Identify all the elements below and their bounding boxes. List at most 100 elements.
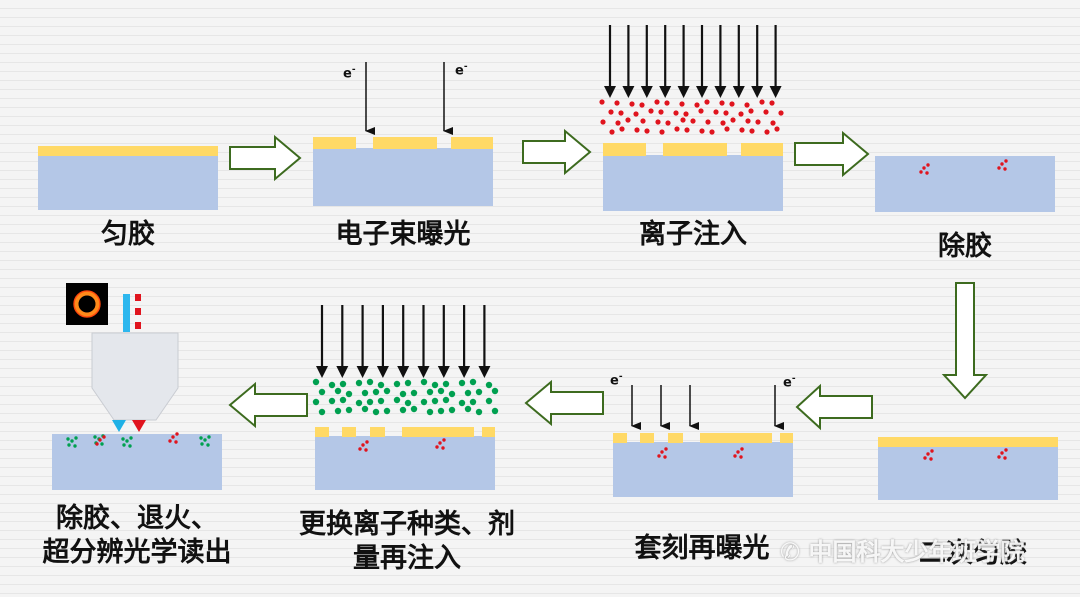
ion-dot-green — [372, 408, 380, 416]
ion-dot-green — [404, 399, 412, 407]
ion-dot-red — [704, 99, 710, 105]
ion-dot-green — [420, 378, 428, 386]
ion-beam-arrowhead — [659, 86, 672, 98]
implant-dot — [93, 435, 97, 439]
ion-dot-green — [448, 390, 456, 398]
step4-label: 除胶 — [938, 231, 992, 262]
step7-wafer — [312, 305, 499, 490]
ion-beam-arrowhead — [677, 86, 690, 98]
ion-dot-red — [654, 99, 660, 105]
ion-dot-green — [377, 381, 385, 389]
ion-dot-red — [684, 127, 690, 133]
step6-wafer — [613, 385, 793, 497]
implant-dot — [736, 450, 740, 454]
flow-arrow-4 — [795, 383, 873, 431]
step6-label: 套刻再曝光 — [634, 533, 770, 564]
ion-dot-green — [442, 380, 450, 388]
ion-dot-green — [377, 397, 385, 405]
implant-dot — [1003, 456, 1007, 460]
ion-dot-green — [339, 380, 347, 388]
ion-dot-green — [361, 389, 369, 397]
implant-dot — [660, 450, 664, 454]
ion-dot-red — [674, 126, 680, 132]
step8-label-line1: 除胶、退火、 — [56, 503, 218, 534]
implant-dot — [923, 456, 927, 460]
ion-dot-green — [491, 407, 499, 415]
implant-dot — [73, 444, 77, 448]
implant-dot — [740, 447, 744, 451]
implant-dot — [1000, 451, 1004, 455]
ion-dot-red — [629, 101, 635, 107]
implant-dot — [739, 455, 743, 459]
ion-beam-arrowhead — [604, 86, 616, 98]
implant-dot — [1004, 159, 1008, 163]
ion-dot-red — [748, 108, 754, 114]
implant-dot — [361, 443, 365, 447]
ion-dot-red — [744, 102, 750, 108]
ion-dot-green — [458, 379, 466, 387]
ion-dot-green — [469, 398, 477, 406]
step3-label: 离子注入 — [639, 219, 747, 250]
laser-beams-icon — [123, 294, 141, 332]
ion-dot-red — [639, 102, 645, 108]
ion-dot-red — [694, 102, 700, 108]
implant-dot — [199, 436, 203, 440]
ion-dot-green — [312, 398, 320, 406]
ion-dot-red — [673, 110, 679, 116]
implant-dot — [102, 435, 106, 439]
step3-wafer — [599, 25, 784, 211]
ion-dot-red — [755, 119, 761, 125]
ion-dot-green — [475, 408, 483, 416]
ion-dot-green — [426, 388, 434, 396]
ion-dot-red — [763, 109, 769, 115]
implant-dot — [926, 163, 930, 167]
implant-dot — [929, 457, 933, 461]
ion-dot-green — [345, 406, 353, 414]
ion-dot-red — [655, 119, 661, 125]
implant-dot — [207, 435, 211, 439]
ion-dot-green — [393, 380, 401, 388]
ion-dot-red — [644, 128, 650, 134]
ion-dot-green — [485, 397, 493, 405]
ion-dot-green — [399, 390, 407, 398]
ion-beam-arrowhead — [622, 86, 635, 98]
ion-dot-green — [448, 406, 456, 414]
ion-dot-red — [720, 120, 726, 126]
ion-dot-green — [372, 388, 380, 396]
flow-arrow-5 — [524, 379, 604, 427]
implant-dot — [66, 437, 70, 441]
ion-beam-arrowhead — [769, 86, 782, 98]
ion-dot-red — [764, 129, 770, 135]
ion-dot-red — [634, 127, 640, 133]
donut-beam-icon — [66, 283, 108, 325]
implant-dot — [174, 440, 178, 444]
ion-dot-green — [410, 405, 418, 413]
ion-dot-red — [614, 100, 620, 106]
ion-beam-arrowhead — [397, 366, 410, 378]
ion-beam-arrowhead — [316, 366, 328, 378]
implant-dot — [733, 454, 737, 458]
ion-dot-red — [774, 126, 780, 132]
flow-arrow-down — [941, 282, 989, 400]
step8-wafer — [52, 432, 222, 490]
ion-dot-green — [345, 390, 353, 398]
implant-dot — [925, 171, 929, 175]
implant-dot — [1004, 448, 1008, 452]
electron-label-2: e- — [455, 62, 468, 79]
ion-dot-red — [608, 109, 614, 115]
step5-wafer — [878, 437, 1058, 500]
implant-dot — [930, 449, 934, 453]
ion-dot-green — [318, 388, 326, 396]
implant-dot — [657, 454, 661, 458]
ion-beam-arrowhead — [751, 86, 764, 98]
ion-dot-red — [599, 99, 605, 105]
ion-dot-red — [769, 100, 775, 106]
ion-dot-red — [713, 109, 719, 115]
implant-dot — [98, 438, 102, 442]
step1-label: 匀胶 — [101, 219, 155, 250]
ion-dot-red — [664, 100, 670, 106]
ion-beam-arrowhead — [478, 366, 491, 378]
implant-dot — [200, 442, 204, 446]
ion-beam-arrowhead — [714, 86, 727, 98]
